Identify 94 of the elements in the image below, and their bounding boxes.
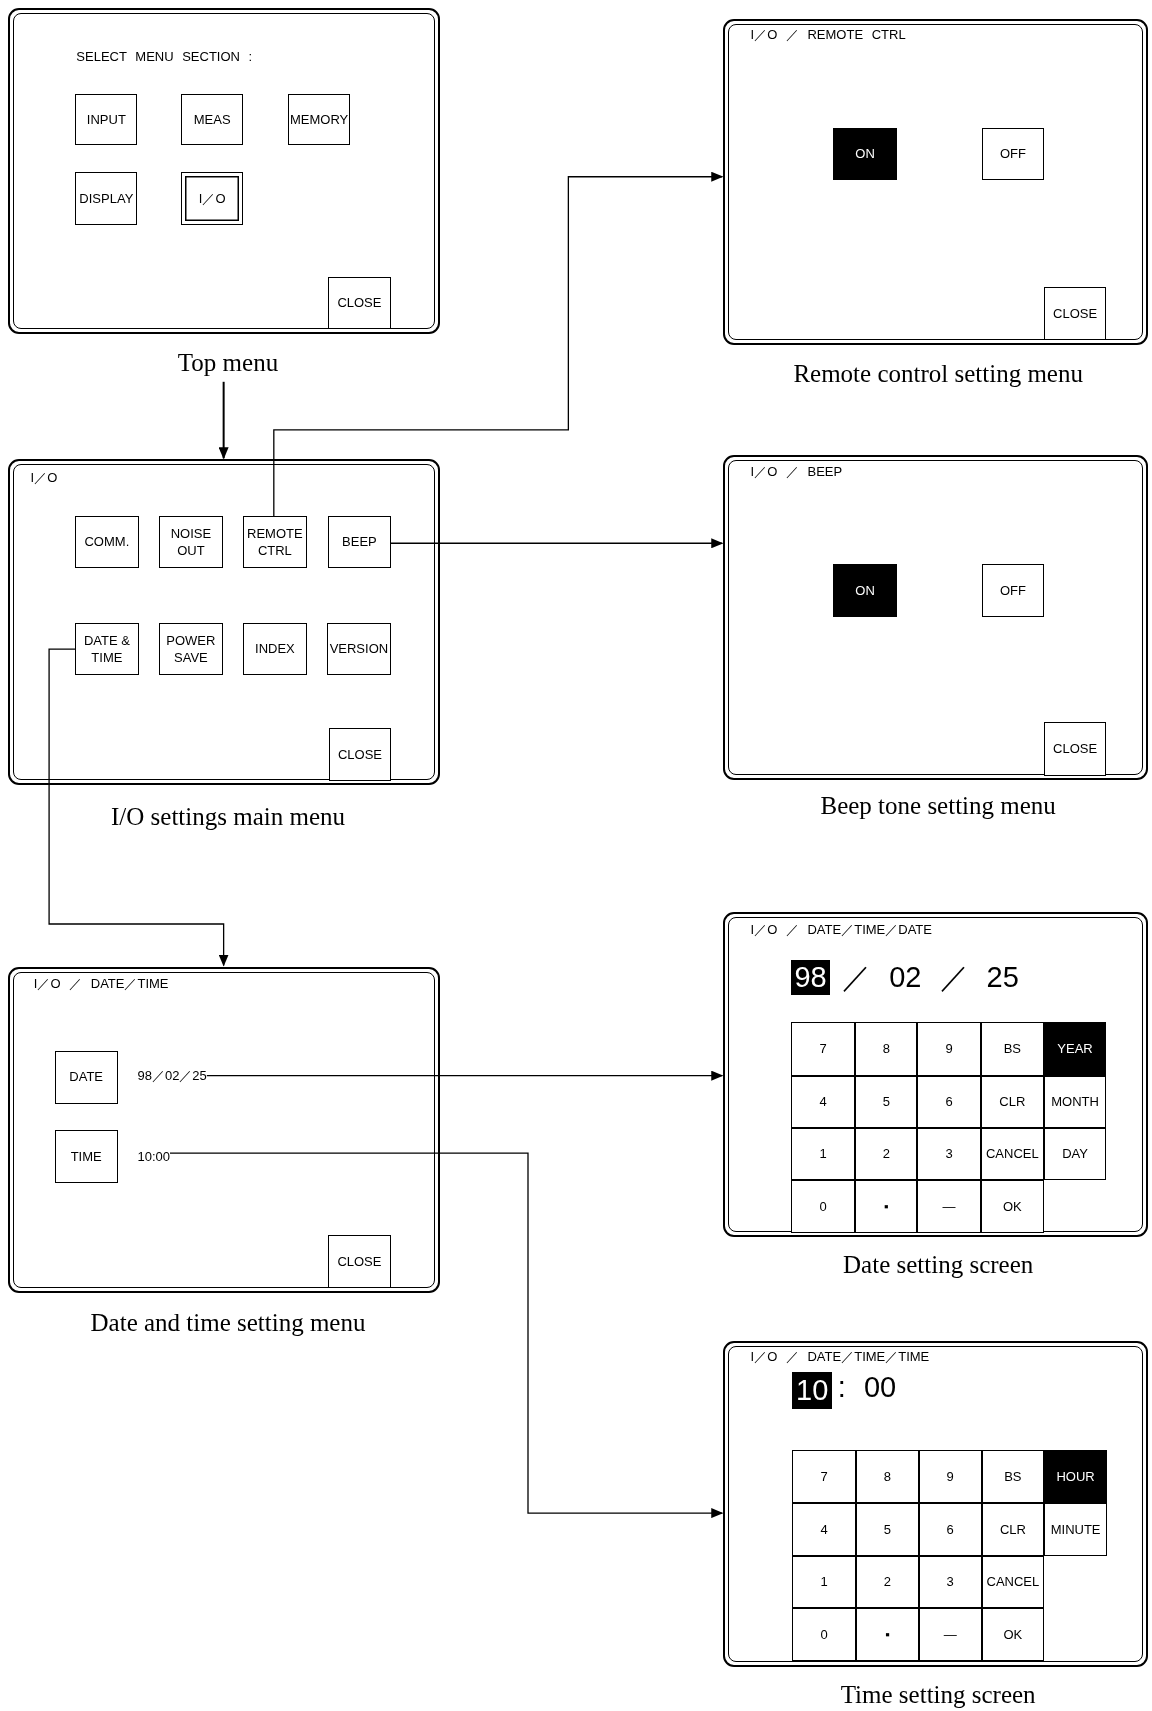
menu-button: POWER SAVE: [159, 622, 223, 676]
key-button: DAY: [1044, 1128, 1107, 1181]
value-text: 98／02／25: [137, 1066, 207, 1085]
value-readout: ／ 02 ／ 25: [842, 959, 1019, 995]
key-button: BS: [980, 1022, 1044, 1076]
screen-caption: Date and time setting menu: [90, 1309, 366, 1338]
menu-button: CLOSE: [329, 727, 391, 782]
key-button: OK: [981, 1608, 1044, 1662]
screen-caption: I/O settings main menu: [111, 802, 345, 831]
menu-button: MEMORY: [288, 93, 351, 146]
menu-button: BEEP: [328, 516, 391, 569]
menu-button: DATE: [54, 1050, 118, 1104]
screen-title: I／O ／ DATE／TIME／TIME: [750, 1348, 930, 1367]
key-button: 5: [856, 1503, 919, 1556]
key-button: MONTH: [1044, 1075, 1107, 1128]
key-button: —: [918, 1608, 982, 1662]
key-button: 8: [856, 1449, 919, 1504]
menu-button: VERSION: [327, 622, 391, 676]
screen-caption: Time setting screen: [840, 1681, 1036, 1710]
screen-title: I／O ／ DATE／TIME: [33, 975, 169, 994]
screen-frame: [7, 7, 440, 334]
value-text: 10:00: [137, 1148, 170, 1164]
key-button: MINUTE: [1044, 1503, 1108, 1556]
key-button: 7: [792, 1449, 857, 1504]
key-button: 2: [856, 1555, 919, 1608]
menu-button: DISPLAY: [75, 172, 138, 225]
key-button: YEAR: [1044, 1022, 1107, 1076]
connector-arrow: [273, 171, 724, 517]
screen-frame: [723, 912, 1148, 1238]
menu-button: INDEX: [243, 622, 307, 676]
screen-frame: [723, 454, 1148, 780]
menu-button: ON: [833, 127, 897, 180]
screen-caption: Date setting screen: [843, 1251, 1034, 1280]
value-readout: : 00: [837, 1371, 897, 1405]
key-button: OK: [980, 1180, 1044, 1233]
key-button: 4: [790, 1075, 856, 1128]
screen-frame: [723, 1340, 1148, 1667]
menu-button: MEAS: [181, 93, 244, 146]
highlighted-value: 98: [790, 960, 831, 995]
key-button: ▪: [855, 1180, 918, 1233]
key-button: 1: [790, 1128, 856, 1181]
screen-caption: Remote control setting menu: [793, 360, 1083, 388]
connector-arrow: [218, 380, 229, 460]
key-button: 1: [792, 1555, 857, 1608]
menu-button: TIME: [54, 1130, 118, 1183]
menu-button: CLOSE: [1044, 722, 1107, 776]
menu-button: COMM.: [75, 516, 139, 569]
highlighted-value: 10: [792, 1372, 833, 1410]
key-button: HOUR: [1044, 1449, 1108, 1504]
connector-arrow: [169, 1152, 724, 1519]
key-button: BS: [981, 1449, 1044, 1504]
key-button: 5: [855, 1075, 918, 1128]
key-button: 2: [855, 1128, 918, 1181]
key-button: CLR: [980, 1075, 1044, 1128]
screen-frame: [7, 966, 440, 1293]
key-button: 9: [918, 1449, 982, 1504]
key-button: CANCEL: [981, 1555, 1044, 1608]
menu-button: ON: [833, 564, 897, 618]
key-button: CLR: [981, 1503, 1044, 1556]
screen-caption: Top menu: [177, 349, 279, 378]
screen-caption: Beep tone setting menu: [820, 792, 1056, 820]
key-button: 0: [792, 1608, 857, 1662]
screen-title: I／O ／ REMOTE CTRL: [750, 26, 906, 45]
menu-button: DATE & TIME: [75, 622, 139, 676]
screen-title: I／O ／ BEEP: [750, 462, 843, 481]
key-button: 0: [790, 1180, 856, 1233]
menu-button: CLOSE: [328, 1234, 391, 1289]
connector-arrow: [389, 538, 724, 549]
screen-title: SELECT MENU SECTION :: [76, 49, 253, 65]
key-button: 4: [792, 1503, 857, 1556]
screen-frame: [723, 18, 1148, 345]
connector-arrow: [48, 648, 229, 967]
key-button: 9: [917, 1022, 981, 1076]
menu-button: CLOSE: [1044, 286, 1107, 341]
screen-title: I／O: [30, 469, 58, 488]
menu-button: I／O: [181, 172, 244, 225]
key-button: 3: [918, 1555, 982, 1608]
key-button: 8: [855, 1022, 918, 1076]
key-button: 6: [917, 1075, 981, 1128]
key-button: ▪: [856, 1608, 919, 1662]
menu-button: NOISE OUT: [159, 516, 223, 569]
menu-button: OFF: [981, 564, 1044, 618]
menu-button: OFF: [981, 127, 1044, 180]
menu-button: INPUT: [75, 93, 138, 146]
key-button: —: [917, 1180, 981, 1233]
menu-button: REMOTE CTRL: [243, 516, 307, 569]
key-button: 7: [790, 1022, 856, 1076]
key-button: 6: [918, 1503, 982, 1556]
screen-frame: [7, 459, 440, 786]
screen-title: I／O ／ DATE／TIME／DATE: [750, 920, 932, 939]
connector-arrow: [206, 1070, 724, 1081]
menu-button: CLOSE: [328, 277, 391, 330]
key-button: 3: [917, 1128, 981, 1181]
key-button: CANCEL: [980, 1128, 1044, 1181]
